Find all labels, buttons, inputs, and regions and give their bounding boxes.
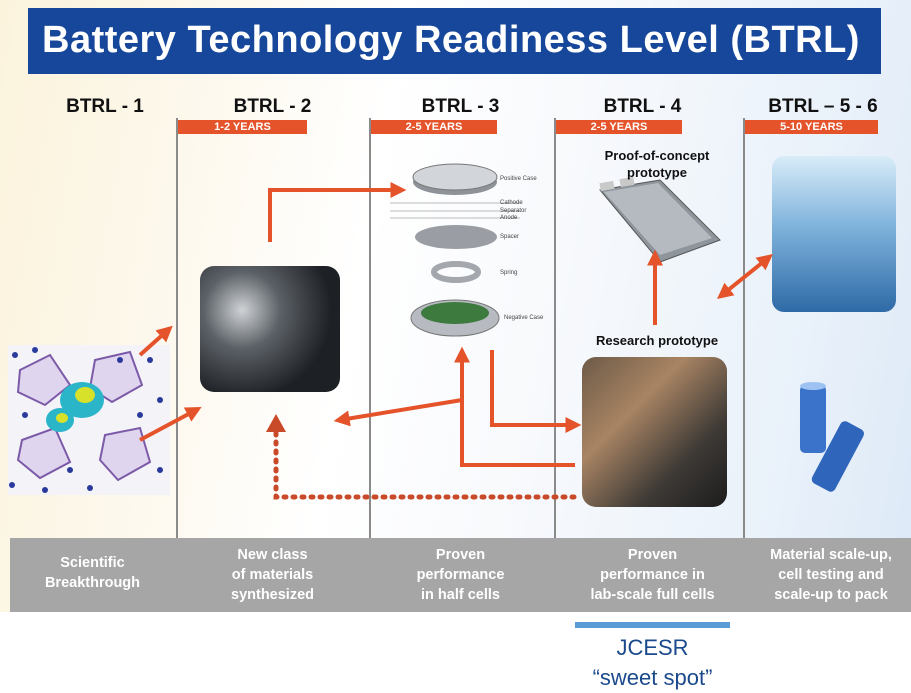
description-line: synthesized	[231, 587, 314, 603]
level-label-btrl-1: BTRL - 1	[66, 96, 144, 117]
description-line: Proven	[627, 547, 678, 563]
years-badge-btrl-5-6: 5-10 YEARS	[745, 120, 878, 134]
description-line: performance	[416, 567, 505, 583]
description-line: performance in	[600, 567, 705, 583]
description-btrl-2: New class of materials synthesized	[190, 545, 355, 605]
sweet-spot-label: JCESR “sweet spot”	[575, 633, 730, 693]
crystal-structure-image	[8, 345, 170, 495]
description-btrl-3: Proven performance in half cells	[378, 545, 543, 605]
part-label: Anode	[500, 215, 518, 221]
description-line: Scientific	[60, 555, 125, 571]
part-label: Spring	[500, 270, 518, 276]
part-label: Positive Case	[500, 176, 537, 182]
coin-cell-exploded-view	[390, 163, 520, 337]
description-line: of materials	[231, 567, 314, 583]
years-badge-btrl-4: 2-5 YEARS	[556, 120, 682, 134]
description-line: Proven	[435, 547, 486, 563]
description-line: lab-scale full cells	[590, 587, 715, 603]
description-line: Material scale-up,	[770, 547, 892, 563]
level-label-btrl-2: BTRL - 2	[233, 96, 312, 117]
part-label: Cathode	[500, 200, 523, 206]
sweet-spot-bar	[575, 622, 730, 628]
description-line: Breakthrough	[44, 575, 141, 591]
sweet-spot-text: “sweet spot”	[592, 665, 713, 690]
description-band	[10, 538, 911, 612]
cylindrical-cells-image	[800, 382, 865, 492]
part-label: Separator	[500, 208, 527, 214]
column-divider	[176, 118, 178, 538]
dotted-return-arrow	[266, 414, 577, 500]
description-btrl-4: Proven performance in lab-scale full cel…	[565, 545, 740, 605]
part-label: Spacer	[500, 234, 520, 240]
description-line: cell testing and	[778, 567, 884, 583]
synthesized-material-photo	[200, 266, 340, 392]
research-prototype-caption: Research prototype	[595, 333, 719, 348]
jcesr-text: JCESR	[616, 635, 689, 660]
level-label-btrl-3: BTRL - 3	[421, 96, 500, 117]
slide-title: Battery Technology Readiness Level (BTRL…	[42, 19, 860, 61]
years-badge-btrl-3: 2-5 YEARS	[371, 120, 497, 134]
level-label-btrl-4: BTRL - 4	[603, 96, 682, 117]
column-divider	[743, 118, 745, 538]
description-line: scale-up to pack	[774, 587, 888, 603]
caption-line: prototype	[627, 165, 687, 180]
part-label: Negative Case	[504, 315, 544, 321]
level-label-btrl-5-6: BTRL – 5 - 6	[768, 96, 878, 117]
years-badge-btrl-2: 1-2 YEARS	[178, 120, 307, 134]
research-prototype-photo	[582, 357, 727, 507]
pouch-cell-image	[599, 176, 721, 263]
description-line: in half cells	[421, 587, 500, 603]
diagram-graphics	[8, 163, 865, 500]
title-bar: Battery Technology Readiness Level (BTRL…	[28, 8, 881, 74]
process-arrows	[138, 182, 773, 467]
caption-line: Proof-of-concept	[604, 148, 710, 163]
column-divider	[554, 118, 556, 538]
column-divider	[369, 118, 371, 538]
proof-of-concept-caption: Proof-of-concept prototype	[582, 147, 732, 181]
electric-vehicle-pack-photo	[772, 156, 896, 312]
description-btrl-5-6: Material scale-up, cell testing and scal…	[752, 545, 910, 605]
description-line: New class	[237, 547, 308, 563]
description-btrl-1: Scientific Breakthrough	[15, 553, 170, 593]
